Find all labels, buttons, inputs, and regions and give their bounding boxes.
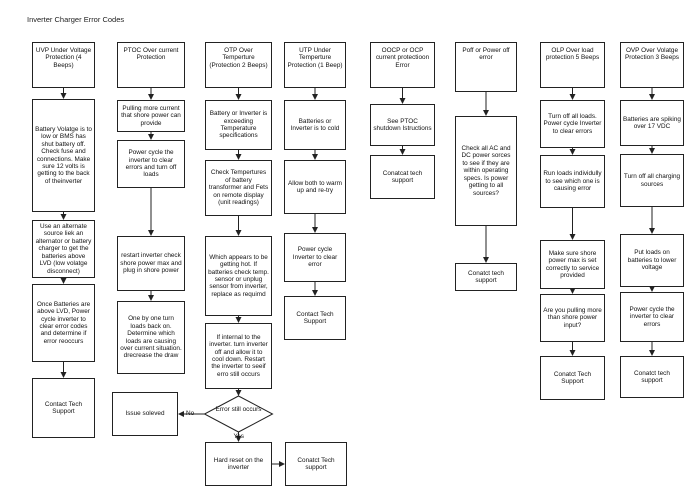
no-branch-label: No xyxy=(186,410,195,417)
step-ovp-3: Put loads on batteries to lower voltage xyxy=(620,234,684,287)
step-olp-3: Make sure shore power max is set correct… xyxy=(540,240,605,289)
step-uvp-2: Use an alternate source liek an alternat… xyxy=(32,220,95,278)
yes-branch-label: Yes xyxy=(233,433,244,440)
step-otp-1: Battery or Inverter is exceeding Tempera… xyxy=(205,100,272,150)
step-otp-2: Check Tempertures of battery transformer… xyxy=(205,160,272,216)
step-utp-2: Allow both to warm up and re-try xyxy=(284,160,346,214)
step-uvp-1: Battery Volatge is to low or BMS has shu… xyxy=(32,99,95,212)
header-ovp: OVP Over Volatge Protection 3 Beeps xyxy=(620,42,684,88)
step-olp-2: Run loads individully to see which one i… xyxy=(540,155,605,208)
page-title: Inverter Charger Error Codes xyxy=(27,15,125,24)
step-otp-4: If internal to the inverter. turn invert… xyxy=(205,323,272,389)
header-oocp: OOCP or OCP current protectioon Error xyxy=(370,42,435,88)
step-uvp-3: Once Batteries are above LVD, Power cycl… xyxy=(32,284,95,362)
otp-contact-support-box: Conatct Tech support xyxy=(285,442,347,486)
header-ptoc: PTOC Over current Protection xyxy=(117,42,185,88)
header-uvp: UVP Under Voltage Protection (4 Beeps) xyxy=(32,42,95,88)
header-otp: OTP Over Temperture (Protection 2 Beeps) xyxy=(205,42,272,88)
step-ovp-5: Conatct tech support xyxy=(620,356,684,398)
decision-label: Error still occurs xyxy=(215,406,262,413)
step-olp-1: Turn off all loads. Power cycle Inverter… xyxy=(540,100,605,148)
step-ovp-2: Turn off all charging sources xyxy=(620,154,684,207)
hard-reset-box: Hard reset on the inverter xyxy=(205,442,272,486)
step-oocp-1: See PTOC shutdown Istructions xyxy=(370,104,435,146)
step-olp-4: Are you pulling more than shore power in… xyxy=(540,294,605,342)
step-ptoc-3: restart inverter check shore power max a… xyxy=(117,236,185,291)
issue-solved-box: Issue soleved xyxy=(112,392,178,436)
step-poff-1: Check all AC and DC power sorces to see … xyxy=(455,116,517,226)
step-uvp-4: Contact Tech Support xyxy=(32,378,95,438)
step-olp-5: Conatct Tech Support xyxy=(540,356,605,400)
header-poff: Poff or Power off error xyxy=(455,42,517,92)
step-otp-3: Which appears to be getting hot. If batt… xyxy=(205,236,272,316)
step-ptoc-4: One by one turn loads back on. Determine… xyxy=(117,301,185,374)
header-olp: OLP Over load protection 5 Beeps xyxy=(540,42,605,88)
step-utp-4: Contact Tech Support xyxy=(284,296,346,340)
step-poff-2: Conatct tech support xyxy=(455,263,517,291)
step-ptoc-2: Power cycle the inverter to clear errors… xyxy=(117,140,185,188)
header-utp: UTP Under Temperture Protection (1 Beep) xyxy=(284,42,346,88)
decision-diamond xyxy=(203,395,274,433)
step-oocp-2: Conatcat tech support xyxy=(370,155,435,199)
step-ovp-1: Batteries are spiking over 17 VDC xyxy=(620,100,684,146)
step-ptoc-1: Pulling more current that shore power ca… xyxy=(117,100,185,132)
step-utp-3: Power cycle Inverter to clear error xyxy=(284,233,346,282)
step-ovp-4: Power cycle the inverter to clear errors xyxy=(620,292,684,342)
step-utp-1: Batteries or Inverter is to cold xyxy=(284,100,346,150)
